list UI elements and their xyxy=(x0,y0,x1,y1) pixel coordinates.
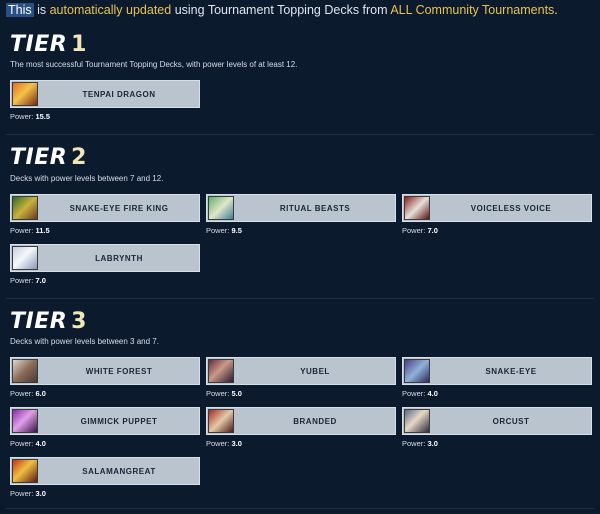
banner-community-tournaments-link[interactable]: ALL Community Tournaments xyxy=(390,3,555,17)
deck-name: TENPAI DRAGON xyxy=(82,89,156,99)
snake-eye-card-art-icon xyxy=(404,359,430,383)
deck-power: Power: 3.0 xyxy=(402,439,438,448)
tier-3-description: Decks with power levels between 3 and 7. xyxy=(10,337,159,346)
salamangreat-card-art-icon xyxy=(12,459,38,483)
deck-power: Power: 7.0 xyxy=(10,276,46,285)
deck-name: SALAMANGREAT xyxy=(82,466,156,476)
deck-name: VOICELESS VOICE xyxy=(470,203,552,213)
yubel-card-art-icon xyxy=(208,359,234,383)
divider xyxy=(6,134,594,135)
deck-orcust[interactable]: ORCUST xyxy=(402,407,592,435)
deck-labrynth[interactable]: LABRYNTH xyxy=(10,244,200,272)
deck-name: YUBEL xyxy=(300,366,330,376)
deck-gimmick-puppet[interactable]: GIMMICK PUPPET xyxy=(10,407,200,435)
branded-card-art-icon xyxy=(208,409,234,433)
banner-text-2: using Tournament Topping Decks from xyxy=(171,3,391,17)
banner-selected-word: This xyxy=(6,3,34,17)
deck-power: Power: 4.0 xyxy=(402,389,438,398)
deck-name: SNAKE-EYE xyxy=(485,366,537,376)
banner-text: is xyxy=(33,3,50,17)
deck-white-forest[interactable]: WHITE FOREST xyxy=(10,357,200,385)
deck-snake-eye[interactable]: SNAKE-EYE xyxy=(402,357,592,385)
deck-power: Power: 5.0 xyxy=(206,389,242,398)
labrynth-card-art-icon xyxy=(12,246,38,270)
orcust-card-art-icon xyxy=(404,409,430,433)
divider xyxy=(6,508,594,509)
deck-ritual-beasts[interactable]: RITUAL BEASTS xyxy=(206,194,396,222)
deck-voiceless-voice[interactable]: VOICELESS VOICE xyxy=(402,194,592,222)
deck-power: Power: 11.5 xyxy=(10,226,50,235)
deck-name: WHITE FOREST xyxy=(85,366,153,376)
gimmick-puppet-card-art-icon xyxy=(12,409,38,433)
deck-salamangreat[interactable]: SALAMANGREAT xyxy=(10,457,200,485)
divider xyxy=(6,298,594,299)
deck-name: ORCUST xyxy=(492,416,530,426)
tenpai-dragon-card-art-icon xyxy=(12,82,38,106)
deck-yubel[interactable]: YUBEL xyxy=(206,357,396,385)
tier-2-description: Decks with power levels between 7 and 12… xyxy=(10,174,164,183)
deck-power: Power: 15.5 xyxy=(10,112,51,121)
banner-auto-updated: automatically updated xyxy=(49,3,172,17)
deck-branded[interactable]: BRANDED xyxy=(206,407,396,435)
deck-name: GIMMICK PUPPET xyxy=(80,416,158,426)
ritual-beasts-card-art-icon xyxy=(208,196,234,220)
deck-power: Power: 4.0 xyxy=(10,439,46,448)
deck-name: RITUAL BEASTS xyxy=(279,203,351,213)
white-forest-card-art-icon xyxy=(12,359,38,383)
deck-power: Power: 6.0 xyxy=(10,389,46,398)
deck-snake-eye-fire-king[interactable]: SNAKE-EYE FIRE KING xyxy=(10,194,200,222)
snake-eye-fire-king-card-art-icon xyxy=(12,196,38,220)
banner-period: . xyxy=(554,3,558,17)
deck-power: Power: 3.0 xyxy=(206,439,242,448)
deck-power: Power: 3.0 xyxy=(10,489,46,498)
deck-name: BRANDED xyxy=(293,416,337,426)
deck-tenpai-dragon[interactable]: TENPAI DRAGON xyxy=(10,80,200,108)
tier-1-description: The most successful Tournament Topping D… xyxy=(10,60,298,69)
deck-name: LABRYNTH xyxy=(95,253,143,263)
voiceless-voice-card-art-icon xyxy=(404,196,430,220)
deck-power: Power: 7.0 xyxy=(402,226,438,235)
info-banner: This is automatically updated using Tour… xyxy=(6,2,558,18)
deck-power: Power: 9.5 xyxy=(206,226,242,235)
deck-name: SNAKE-EYE FIRE KING xyxy=(69,203,169,213)
